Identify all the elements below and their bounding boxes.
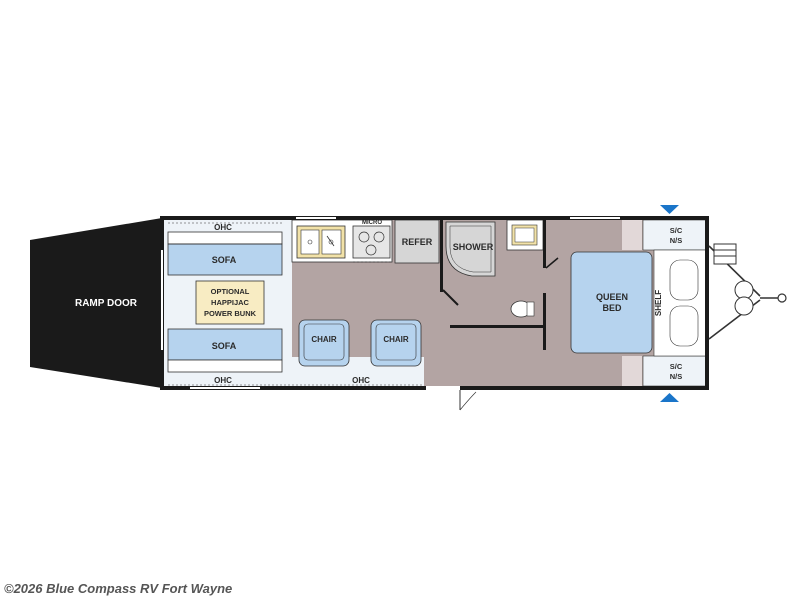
ramp-door bbox=[30, 218, 162, 388]
coupler bbox=[777, 293, 787, 303]
sofa-top bbox=[167, 243, 283, 276]
bunk-label-line2: HAPPIJAC bbox=[211, 298, 250, 307]
chair-right bbox=[370, 319, 422, 367]
sink-basin-left bbox=[300, 229, 320, 255]
bedroom-door bbox=[545, 257, 559, 269]
sofa-bottom-label: SOFA bbox=[212, 341, 237, 351]
front-cabinet-bottom bbox=[642, 355, 708, 387]
chair-right-label: CHAIR bbox=[383, 335, 409, 344]
bed-label-line2: BED bbox=[602, 303, 622, 313]
bunk-label-line1: OPTIONAL bbox=[211, 287, 250, 296]
ohc-top-left-label: OHC bbox=[214, 223, 232, 232]
bed-label-line1: QUEEN bbox=[596, 292, 628, 302]
marker-bottom bbox=[660, 393, 679, 402]
wall-kitchen-bath bbox=[440, 220, 443, 292]
sink-drain-right bbox=[328, 239, 334, 245]
burner-3 bbox=[365, 244, 377, 256]
entry-door-gap bbox=[426, 386, 460, 390]
entry-door-swing bbox=[459, 391, 477, 411]
shower-tray bbox=[449, 225, 492, 273]
wardrobe-top bbox=[622, 220, 642, 250]
power-bunk bbox=[195, 280, 265, 325]
refer-label: REFER bbox=[402, 237, 433, 247]
ramp-door-label: RAMP DOOR bbox=[75, 298, 138, 309]
wall-bath-right-lower bbox=[543, 293, 546, 350]
micro-label: MICRO bbox=[362, 220, 382, 226]
window-top-2 bbox=[570, 217, 620, 219]
sofa-top-back bbox=[167, 231, 283, 245]
toilet-tank bbox=[526, 301, 535, 317]
sc-bottom-line1: S/C bbox=[670, 362, 683, 371]
pillow-top bbox=[669, 259, 699, 301]
sc-bottom-line2: N/S bbox=[670, 372, 683, 381]
chair-left-label: CHAIR bbox=[311, 335, 337, 344]
outer-wall-front bbox=[705, 216, 709, 390]
sc-top-line2: N/S bbox=[670, 236, 683, 245]
window-top-1 bbox=[296, 217, 336, 219]
faucet bbox=[326, 235, 335, 247]
ohc-bottom-left-label: OHC bbox=[214, 376, 232, 385]
front-cabinet-top bbox=[642, 219, 708, 251]
shower bbox=[445, 221, 496, 277]
bunk-label-line3: POWER BUNK bbox=[204, 309, 257, 318]
chair-left bbox=[298, 319, 350, 367]
wardrobe-bottom bbox=[622, 356, 642, 386]
window-bottom-1 bbox=[190, 387, 260, 389]
window-rear bbox=[161, 250, 163, 350]
ohc-bottom-mid-label: OHC bbox=[352, 376, 370, 385]
sink-drain-left bbox=[307, 239, 313, 245]
sofa-bottom-back bbox=[167, 359, 283, 373]
pillow-bottom bbox=[669, 305, 699, 347]
wall-bath-right bbox=[543, 220, 546, 268]
entry-steps bbox=[713, 243, 737, 265]
cooktop bbox=[352, 225, 391, 259]
shelf-label: SHELF bbox=[654, 290, 663, 316]
shower-label: SHOWER bbox=[453, 242, 494, 252]
burner-1 bbox=[358, 231, 370, 243]
queen-bed bbox=[570, 251, 653, 354]
refrigerator bbox=[394, 219, 440, 264]
outer-wall-top bbox=[162, 216, 708, 220]
sc-top-line1: S/C bbox=[670, 226, 683, 235]
bath-sink-basin bbox=[514, 227, 535, 243]
bath-door bbox=[442, 289, 459, 306]
wall-bath-bottom bbox=[450, 325, 546, 328]
burner-2 bbox=[373, 231, 385, 243]
marker-top bbox=[660, 205, 679, 214]
propane-tanks bbox=[734, 280, 754, 316]
watermark: ©2026 Blue Compass RV Fort Wayne bbox=[4, 581, 233, 596]
sofa-top-label: SOFA bbox=[212, 255, 237, 265]
